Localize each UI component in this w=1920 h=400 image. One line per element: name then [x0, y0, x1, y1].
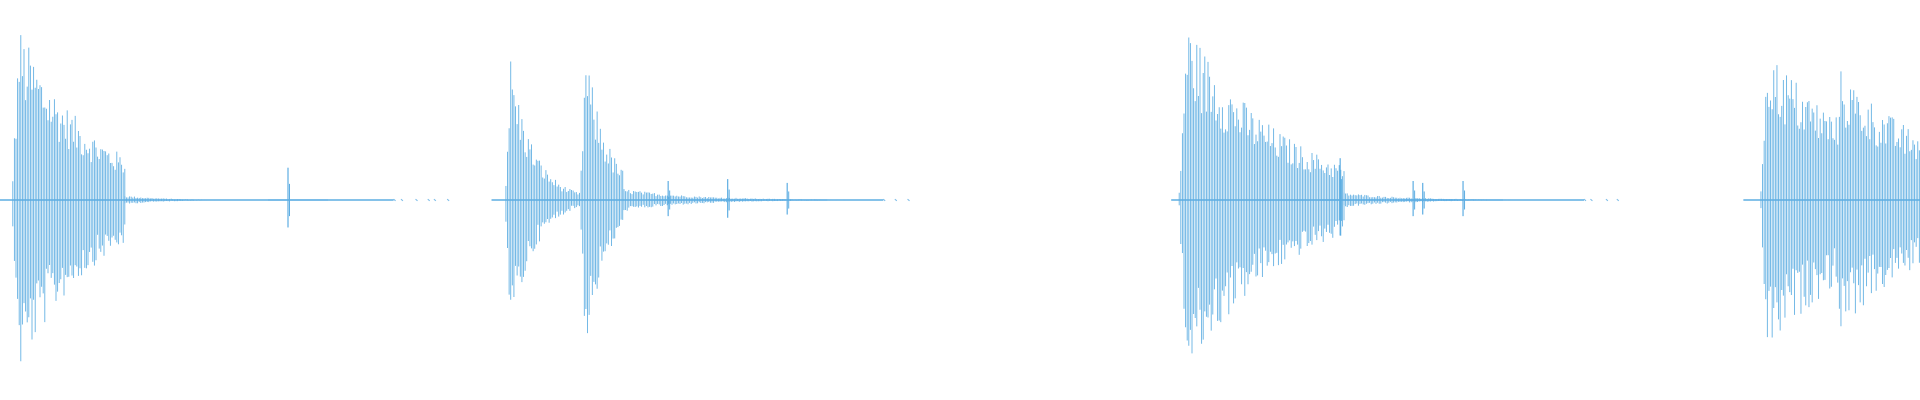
waveform-sample [907, 198, 910, 202]
waveform-sample [427, 198, 431, 202]
waveform-sample [1616, 198, 1620, 202]
waveform-sample [1605, 198, 1609, 202]
waveform-sample [415, 198, 418, 202]
waveform-sample [433, 198, 437, 202]
waveform-sample [1583, 198, 1587, 202]
waveform-sample [400, 198, 404, 202]
waveform-sample [446, 198, 450, 202]
waveform-sample [393, 198, 396, 202]
waveform-sample [882, 198, 886, 202]
waveform-sample [894, 198, 898, 202]
waveform-sample [1590, 198, 1593, 202]
waveform-lines [0, 35, 1920, 362]
